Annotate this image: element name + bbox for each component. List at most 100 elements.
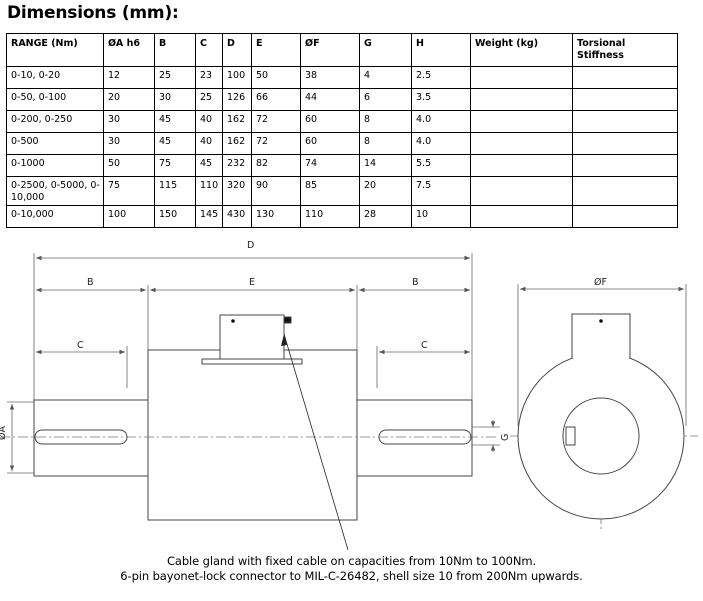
table-cell xyxy=(572,205,678,228)
table-cell: 12 xyxy=(103,66,155,89)
table-cell: 60 xyxy=(300,132,360,155)
label-b-left: B xyxy=(87,277,94,288)
table-cell: 30 xyxy=(103,110,155,133)
caption-line-2: 6-pin bayonet-lock connector to MIL-C-26… xyxy=(120,569,583,583)
col-header-range: RANGE (Nm) xyxy=(6,33,104,67)
col-header-b: B xyxy=(154,33,196,67)
table-cell: 5.5 xyxy=(411,154,471,177)
table-cell: 30 xyxy=(154,88,196,111)
table-cell: 0-2500, 0-5000, 0-10,000 xyxy=(6,176,104,206)
table-cell: 85 xyxy=(300,176,360,206)
table-cell: 25 xyxy=(154,66,196,89)
table-cell: 28 xyxy=(359,205,412,228)
table-cell: 74 xyxy=(300,154,360,177)
label-b-right: B xyxy=(412,277,419,288)
table-cell xyxy=(572,132,678,155)
table-cell: 100 xyxy=(222,66,252,89)
table-cell xyxy=(470,110,573,133)
table-cell: 90 xyxy=(251,176,301,206)
table-cell: 4.0 xyxy=(411,132,471,155)
label-f: ØF xyxy=(594,277,607,288)
label-e: E xyxy=(249,277,255,288)
table-cell: 110 xyxy=(195,176,223,206)
table-cell: 430 xyxy=(222,205,252,228)
col-header-f: ØF xyxy=(300,33,360,67)
table-cell: 50 xyxy=(251,66,301,89)
table-cell: 4 xyxy=(359,66,412,89)
table-cell: 45 xyxy=(154,110,196,133)
table-cell: 44 xyxy=(300,88,360,111)
col-header-a: ØA h6 xyxy=(103,33,155,67)
table-cell: 25 xyxy=(195,88,223,111)
table-cell xyxy=(470,205,573,228)
table-cell: 115 xyxy=(154,176,196,206)
label-a: ØA xyxy=(0,426,8,440)
table-cell: 162 xyxy=(222,132,252,155)
table-cell xyxy=(470,154,573,177)
table-cell: 162 xyxy=(222,110,252,133)
table-cell: 14 xyxy=(359,154,412,177)
table-cell: 66 xyxy=(251,88,301,111)
col-header-stiffness: Torsional Stiffness xyxy=(572,33,678,67)
table-cell: 0-10,000 xyxy=(6,205,104,228)
table-header-row: RANGE (Nm) ØA h6 B C D E ØF G H Weight (… xyxy=(6,33,678,67)
col-header-weight: Weight (kg) xyxy=(470,33,573,67)
table-cell xyxy=(572,176,678,206)
label-c-right: C xyxy=(421,340,428,351)
col-header-g: G xyxy=(359,33,412,67)
table-cell: 2.5 xyxy=(411,66,471,89)
table-cell: 0-200, 0-250 xyxy=(6,110,104,133)
table-cell: 75 xyxy=(154,154,196,177)
table-cell xyxy=(470,88,573,111)
shaft-drawing: D B E B C C ØF ØA G xyxy=(0,240,698,550)
col-header-e: E xyxy=(251,33,301,67)
table-cell: 0-1000 xyxy=(6,154,104,177)
page-title: Dimensions (mm): xyxy=(7,3,179,23)
dimensions-table: RANGE (Nm) ØA h6 B C D E ØF G H Weight (… xyxy=(6,33,678,228)
table-cell: 30 xyxy=(103,132,155,155)
label-c-left: C xyxy=(77,340,84,351)
table-cell: 20 xyxy=(359,176,412,206)
table-cell: 23 xyxy=(195,66,223,89)
table-cell: 4.0 xyxy=(411,110,471,133)
table-cell: 72 xyxy=(251,132,301,155)
table-cell: 45 xyxy=(154,132,196,155)
table-cell xyxy=(572,88,678,111)
table-cell: 82 xyxy=(251,154,301,177)
table-cell: 7.5 xyxy=(411,176,471,206)
table-cell: 320 xyxy=(222,176,252,206)
table-cell: 145 xyxy=(195,205,223,228)
table-cell: 110 xyxy=(300,205,360,228)
label-g: G xyxy=(500,434,511,441)
table-cell: 150 xyxy=(154,205,196,228)
caption-line-1: Cable gland with fixed cable on capaciti… xyxy=(166,554,537,568)
table-cell: 75 xyxy=(103,176,155,206)
table-cell: 45 xyxy=(195,154,223,177)
table-cell xyxy=(572,66,678,89)
col-header-c: C xyxy=(195,33,223,67)
table-cell xyxy=(470,132,573,155)
table-cell: 8 xyxy=(359,132,412,155)
table-cell: 8 xyxy=(359,110,412,133)
table-cell xyxy=(470,176,573,206)
table-cell: 232 xyxy=(222,154,252,177)
table-cell: 126 xyxy=(222,88,252,111)
table-cell: 3.5 xyxy=(411,88,471,111)
table-cell: 10 xyxy=(411,205,471,228)
table-cell: 100 xyxy=(103,205,155,228)
table-cell: 60 xyxy=(300,110,360,133)
col-header-d: D xyxy=(222,33,252,67)
table-cell: 0-50, 0-100 xyxy=(6,88,104,111)
table-cell xyxy=(572,110,678,133)
label-d: D xyxy=(247,240,254,251)
table-cell: 72 xyxy=(251,110,301,133)
table-cell xyxy=(572,154,678,177)
table-cell: 38 xyxy=(300,66,360,89)
table-cell: 40 xyxy=(195,110,223,133)
